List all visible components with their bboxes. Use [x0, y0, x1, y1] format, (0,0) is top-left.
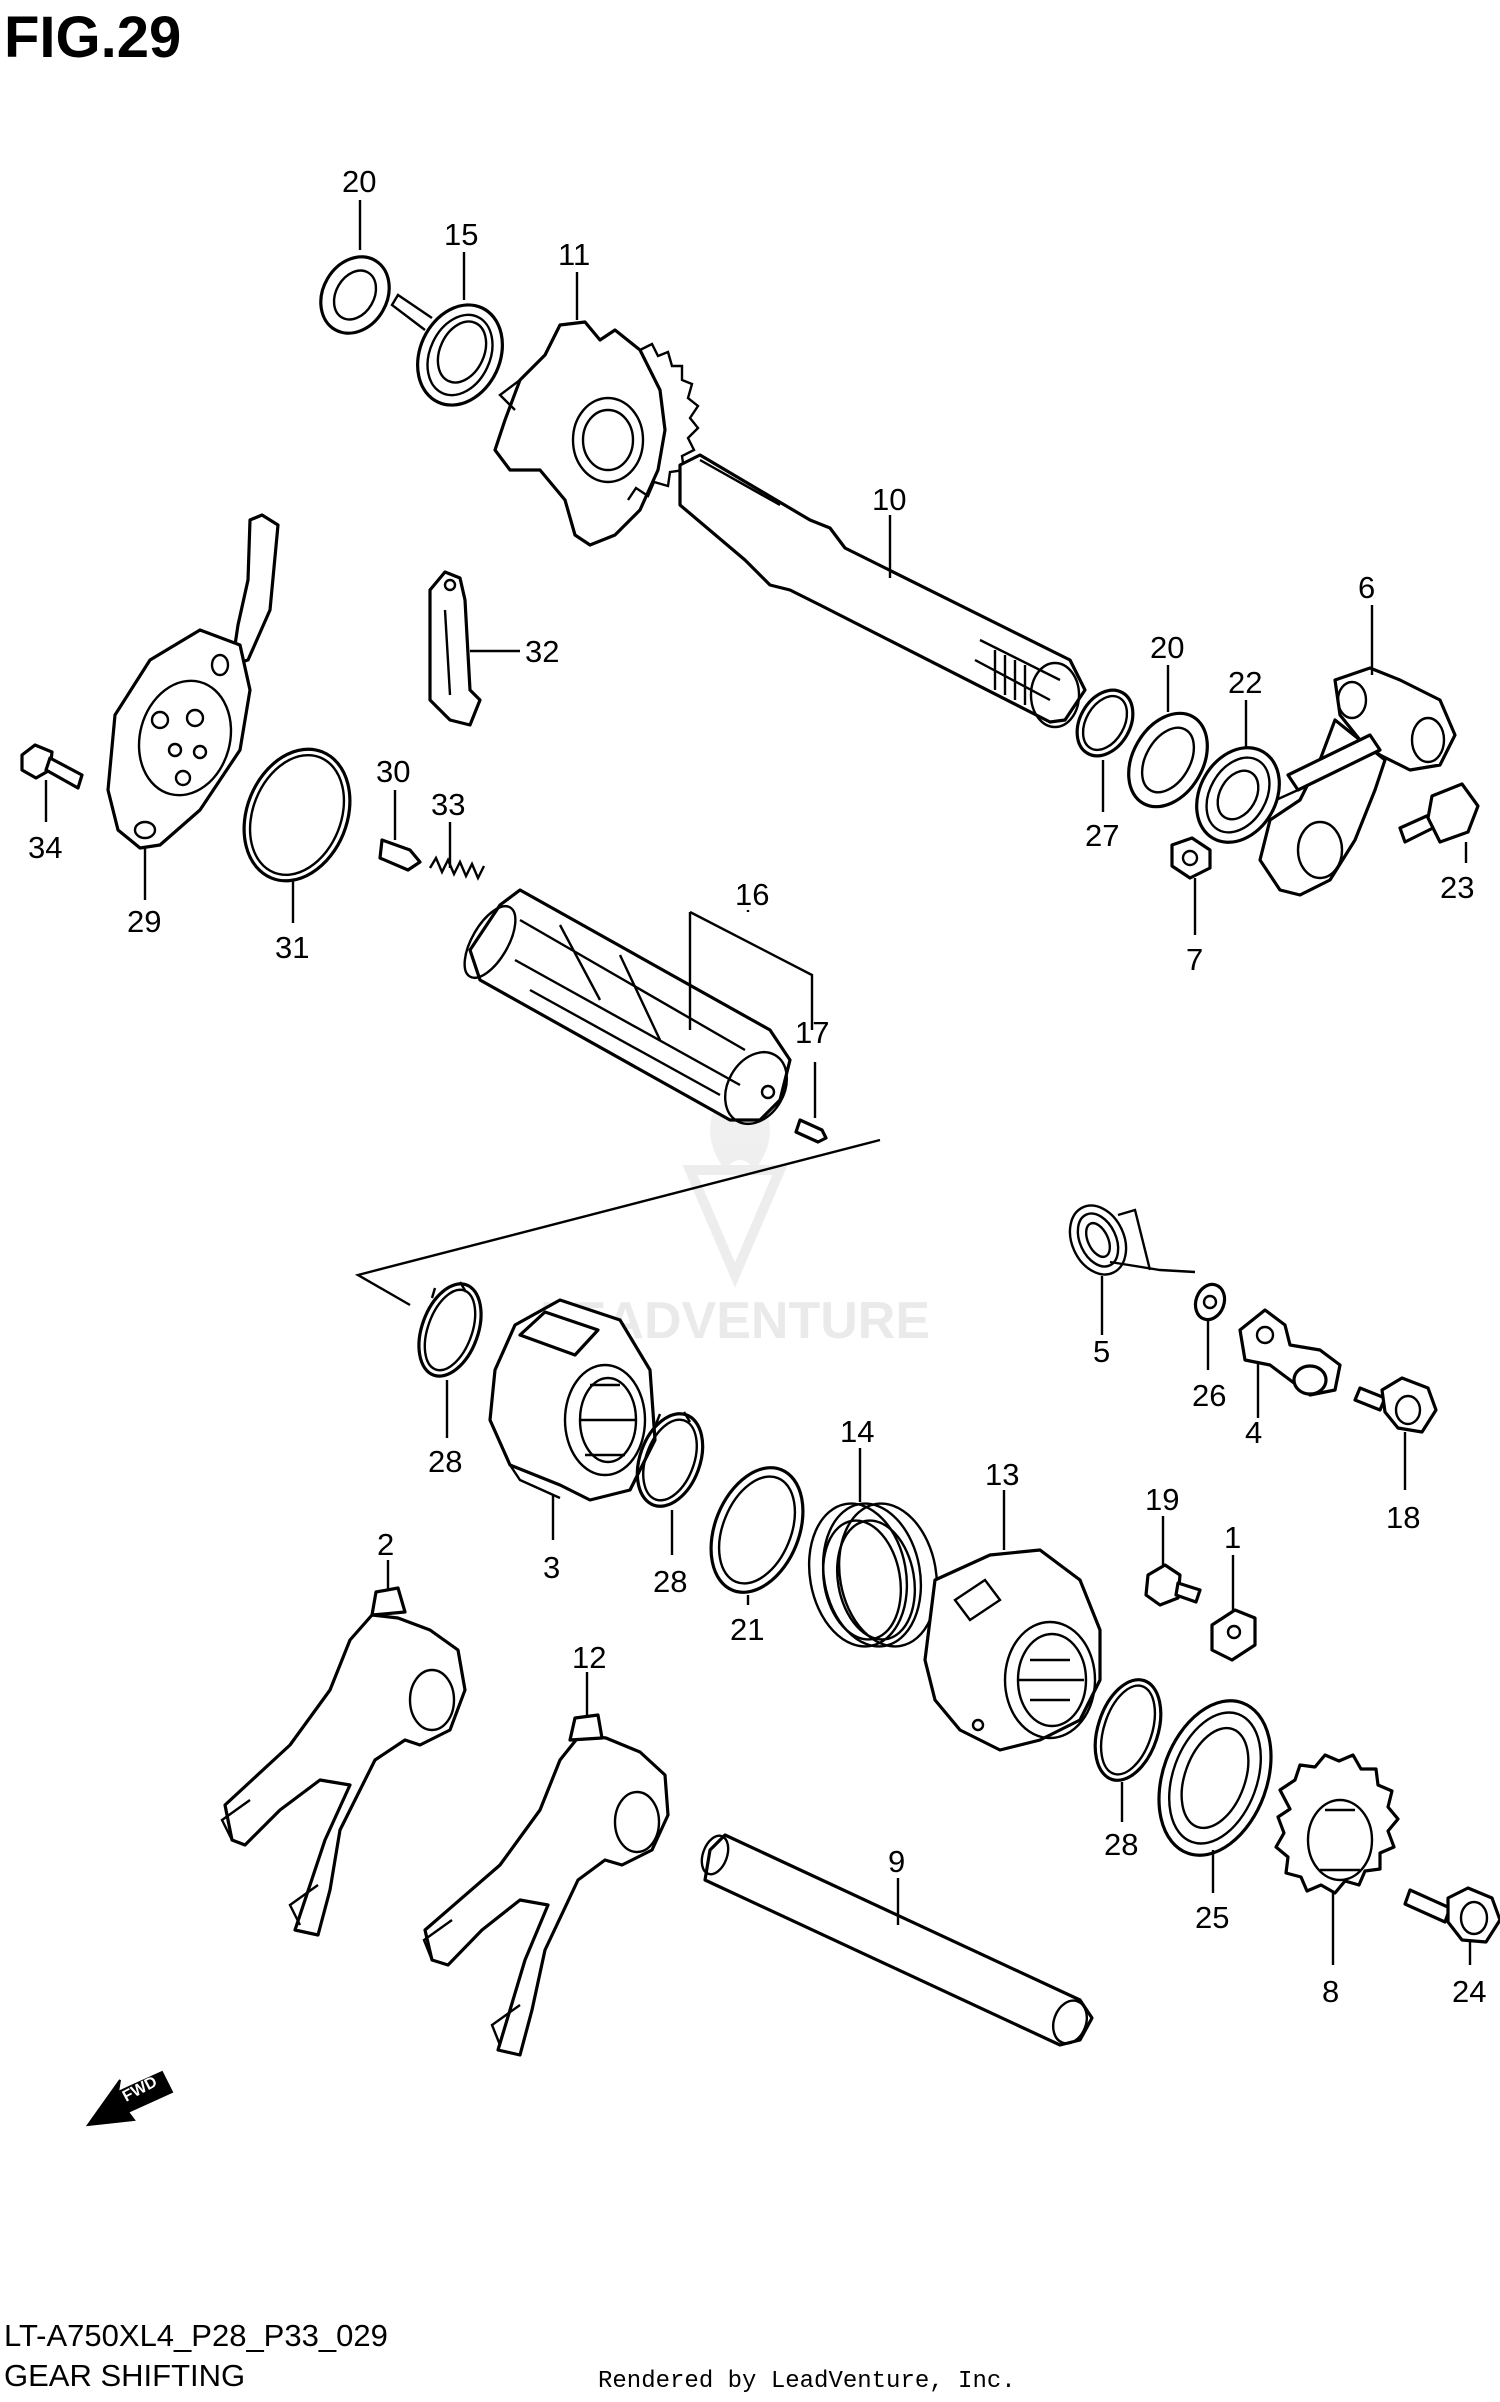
part-33-spring — [428, 855, 486, 881]
part-13-collar — [923, 1548, 1102, 1752]
callout-31: 31 — [275, 930, 309, 965]
part-2-shift-fork — [220, 1586, 467, 1937]
part-8-gear — [1274, 1753, 1400, 1895]
callout-12: 12 — [572, 1640, 606, 1675]
part-26-washer — [1193, 1282, 1227, 1322]
callout-6: 6 — [1358, 570, 1375, 605]
part-7-nut — [1170, 836, 1212, 880]
callout-29: 29 — [127, 904, 161, 939]
callout-14: 14 — [840, 1414, 874, 1449]
callout-20-middle: 20 — [1150, 630, 1184, 665]
callout-23: 23 — [1440, 870, 1474, 905]
model-code: LT-A750XL4_P28_P33_029 — [4, 2318, 388, 2353]
part-18-bolt — [1353, 1376, 1438, 1434]
callout-9: 9 — [888, 1844, 905, 1879]
callout-8: 8 — [1322, 1974, 1339, 2009]
part-20-washer-top — [319, 255, 391, 335]
part-28-circlip-right — [1093, 1678, 1163, 1782]
part-28-circlip-middle — [635, 1411, 705, 1508]
rendered-by-credit: Rendered by LeadVenture, Inc. — [598, 2368, 1016, 2395]
part-17-pin — [794, 1118, 828, 1144]
part-6-stopper-arm — [1258, 666, 1457, 897]
part-14-spring — [807, 1502, 939, 1648]
callout-4: 4 — [1245, 1415, 1262, 1450]
part-11-shift-arm — [493, 320, 700, 547]
callout-22: 22 — [1228, 665, 1262, 700]
callout-13: 13 — [985, 1457, 1019, 1492]
part-29-cover — [106, 513, 280, 850]
callout-24: 24 — [1452, 1974, 1486, 2009]
callout-18: 18 — [1386, 1500, 1420, 1535]
assembly-guide-line — [354, 1138, 881, 1307]
fwd-arrow-icon: FWD — [85, 2070, 174, 2127]
part-5-spring — [1068, 1204, 1196, 1276]
figure-title: FIG.29 — [4, 5, 182, 70]
part-34-bolt — [20, 743, 84, 790]
callout-28-middle: 28 — [653, 1564, 687, 1599]
callout-26: 26 — [1192, 1378, 1226, 1413]
callout-25: 25 — [1195, 1900, 1229, 1935]
callout-5: 5 — [1093, 1334, 1110, 1369]
part-21-washer — [709, 1466, 805, 1594]
part-4-plate — [1238, 1308, 1342, 1397]
callout-10: 10 — [872, 482, 906, 517]
callout-28-right: 28 — [1104, 1827, 1138, 1862]
callout-33: 33 — [431, 787, 465, 822]
watermark: LEADVENTURE — [540, 1090, 930, 1350]
callout-1: 1 — [1224, 1520, 1241, 1555]
part-3-cam-gear — [488, 1298, 657, 1502]
part-9-fork-shaft — [700, 1833, 1094, 2047]
part-22-bearing — [1195, 746, 1281, 844]
callout-7: 7 — [1186, 942, 1203, 977]
part-30-pin — [378, 838, 422, 872]
part-16-shift-cam — [463, 888, 792, 1125]
callout-20-top: 20 — [342, 164, 376, 199]
callout-34: 34 — [28, 830, 62, 865]
part-31-o-ring — [242, 747, 352, 883]
part-27-circlip — [1075, 688, 1135, 758]
callout-11: 11 — [558, 237, 590, 272]
part-24-bolt — [1403, 1886, 1500, 1944]
callout-2: 2 — [377, 1527, 394, 1562]
callout-19: 19 — [1145, 1482, 1179, 1517]
part-20-washer-middle — [1127, 711, 1209, 809]
part-1-nut — [1210, 1608, 1257, 1662]
part-23-bolt — [1398, 782, 1480, 844]
part-10-shift-shaft — [678, 453, 1087, 729]
callout-32: 32 — [525, 634, 559, 669]
section-title: GEAR SHIFTING — [4, 2358, 246, 2393]
callout-30: 30 — [376, 754, 410, 789]
part-12-shift-fork — [422, 1713, 670, 2057]
callout-16: 16 — [735, 877, 769, 912]
part-28-circlip-left — [417, 1281, 483, 1378]
callout-21: 21 — [730, 1612, 764, 1647]
part-25-bearing — [1157, 1699, 1273, 1857]
callout-17: 17 — [795, 1015, 829, 1050]
callout-28-left: 28 — [428, 1444, 462, 1479]
callout-15: 15 — [444, 217, 478, 252]
part-15-return-spring — [390, 293, 504, 407]
part-19-screw — [1144, 1563, 1202, 1607]
part-32-clip — [428, 570, 482, 727]
callout-27: 27 — [1085, 818, 1119, 853]
callout-3: 3 — [543, 1550, 560, 1585]
